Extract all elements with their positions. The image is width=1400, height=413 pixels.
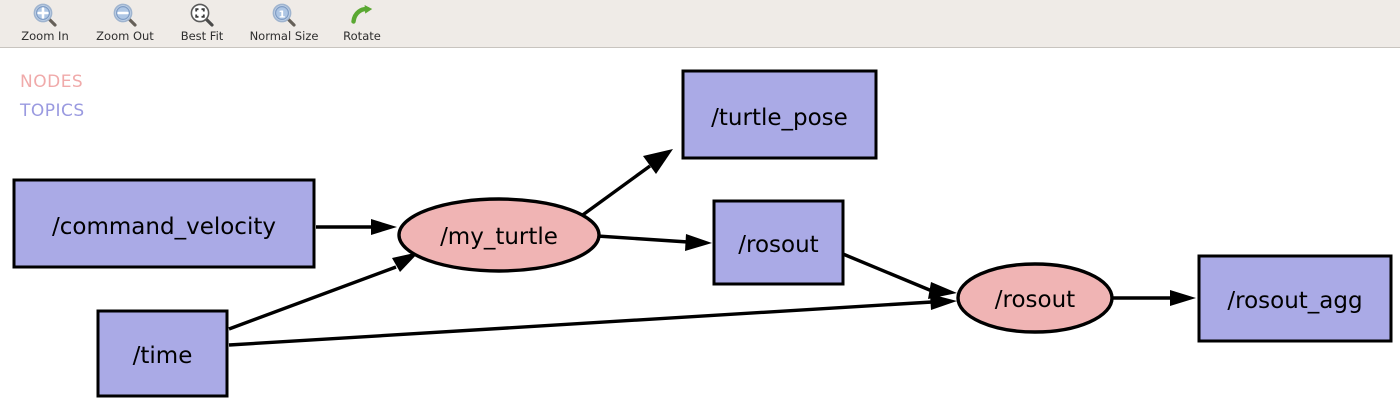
zoom-out-label: Zoom Out bbox=[96, 29, 154, 43]
graph-edges bbox=[228, 149, 1196, 347]
node-rosout[interactable]: /rosout bbox=[956, 262, 1114, 334]
topic-rosout-label: /rosout bbox=[738, 232, 818, 258]
best-fit-icon bbox=[189, 2, 215, 28]
zoom-in-button[interactable]: Zoom In bbox=[6, 0, 84, 46]
normal-size-button[interactable]: 1 Normal Size bbox=[238, 0, 330, 46]
zoom-out-icon bbox=[112, 2, 138, 28]
legend-nodes-label: NODES bbox=[20, 72, 83, 92]
edge-rosout-topic-to-rosout-node bbox=[842, 252, 957, 299]
topic-command-velocity[interactable]: /command_velocity bbox=[12, 178, 316, 269]
rotate-button[interactable]: Rotate bbox=[330, 0, 394, 46]
topic-rosout-agg-label: /rosout_agg bbox=[1227, 288, 1362, 314]
edge-rosout-node-to-rosout-agg bbox=[1112, 290, 1196, 306]
topic-time[interactable]: /time bbox=[96, 309, 229, 398]
topic-turtle-pose[interactable]: /turtle_pose bbox=[681, 69, 878, 160]
rotate-icon bbox=[349, 2, 375, 28]
edge-my-turtle-to-turtle-pose bbox=[572, 149, 673, 224]
edge-command-velocity-to-my-turtle bbox=[316, 219, 397, 235]
node-my-turtle-label: /my_turtle bbox=[440, 224, 558, 250]
topic-command-velocity-label: /command_velocity bbox=[52, 214, 276, 240]
edge-time-to-rosout-node bbox=[228, 294, 957, 347]
topic-rosout-agg[interactable]: /rosout_agg bbox=[1197, 254, 1393, 343]
zoom-in-icon bbox=[32, 2, 58, 28]
svg-text:1: 1 bbox=[279, 9, 286, 20]
graph-canvas[interactable]: NODES TOPICS bbox=[0, 49, 1400, 413]
topic-turtle-pose-label: /turtle_pose bbox=[711, 105, 848, 131]
node-my-turtle[interactable]: /my_turtle bbox=[397, 197, 601, 273]
best-fit-button[interactable]: Best Fit bbox=[166, 0, 238, 46]
rotate-label: Rotate bbox=[343, 29, 381, 43]
ros-graph: NODES TOPICS bbox=[12, 69, 1393, 398]
zoom-out-button[interactable]: Zoom Out bbox=[84, 0, 166, 46]
legend-topics-label: TOPICS bbox=[19, 101, 85, 121]
normal-size-icon: 1 bbox=[271, 2, 297, 28]
toolbar: Zoom In Zoom Out Best Fit bbox=[0, 0, 1400, 48]
edge-time-to-my-turtle bbox=[228, 252, 419, 331]
edge-my-turtle-to-rosout-topic bbox=[596, 234, 712, 251]
normal-size-label: Normal Size bbox=[249, 29, 319, 43]
topic-time-label: /time bbox=[133, 343, 193, 369]
best-fit-label: Best Fit bbox=[180, 29, 224, 43]
topic-rosout[interactable]: /rosout bbox=[712, 199, 845, 286]
node-rosout-label: /rosout bbox=[995, 287, 1075, 313]
zoom-in-label: Zoom In bbox=[21, 29, 69, 43]
